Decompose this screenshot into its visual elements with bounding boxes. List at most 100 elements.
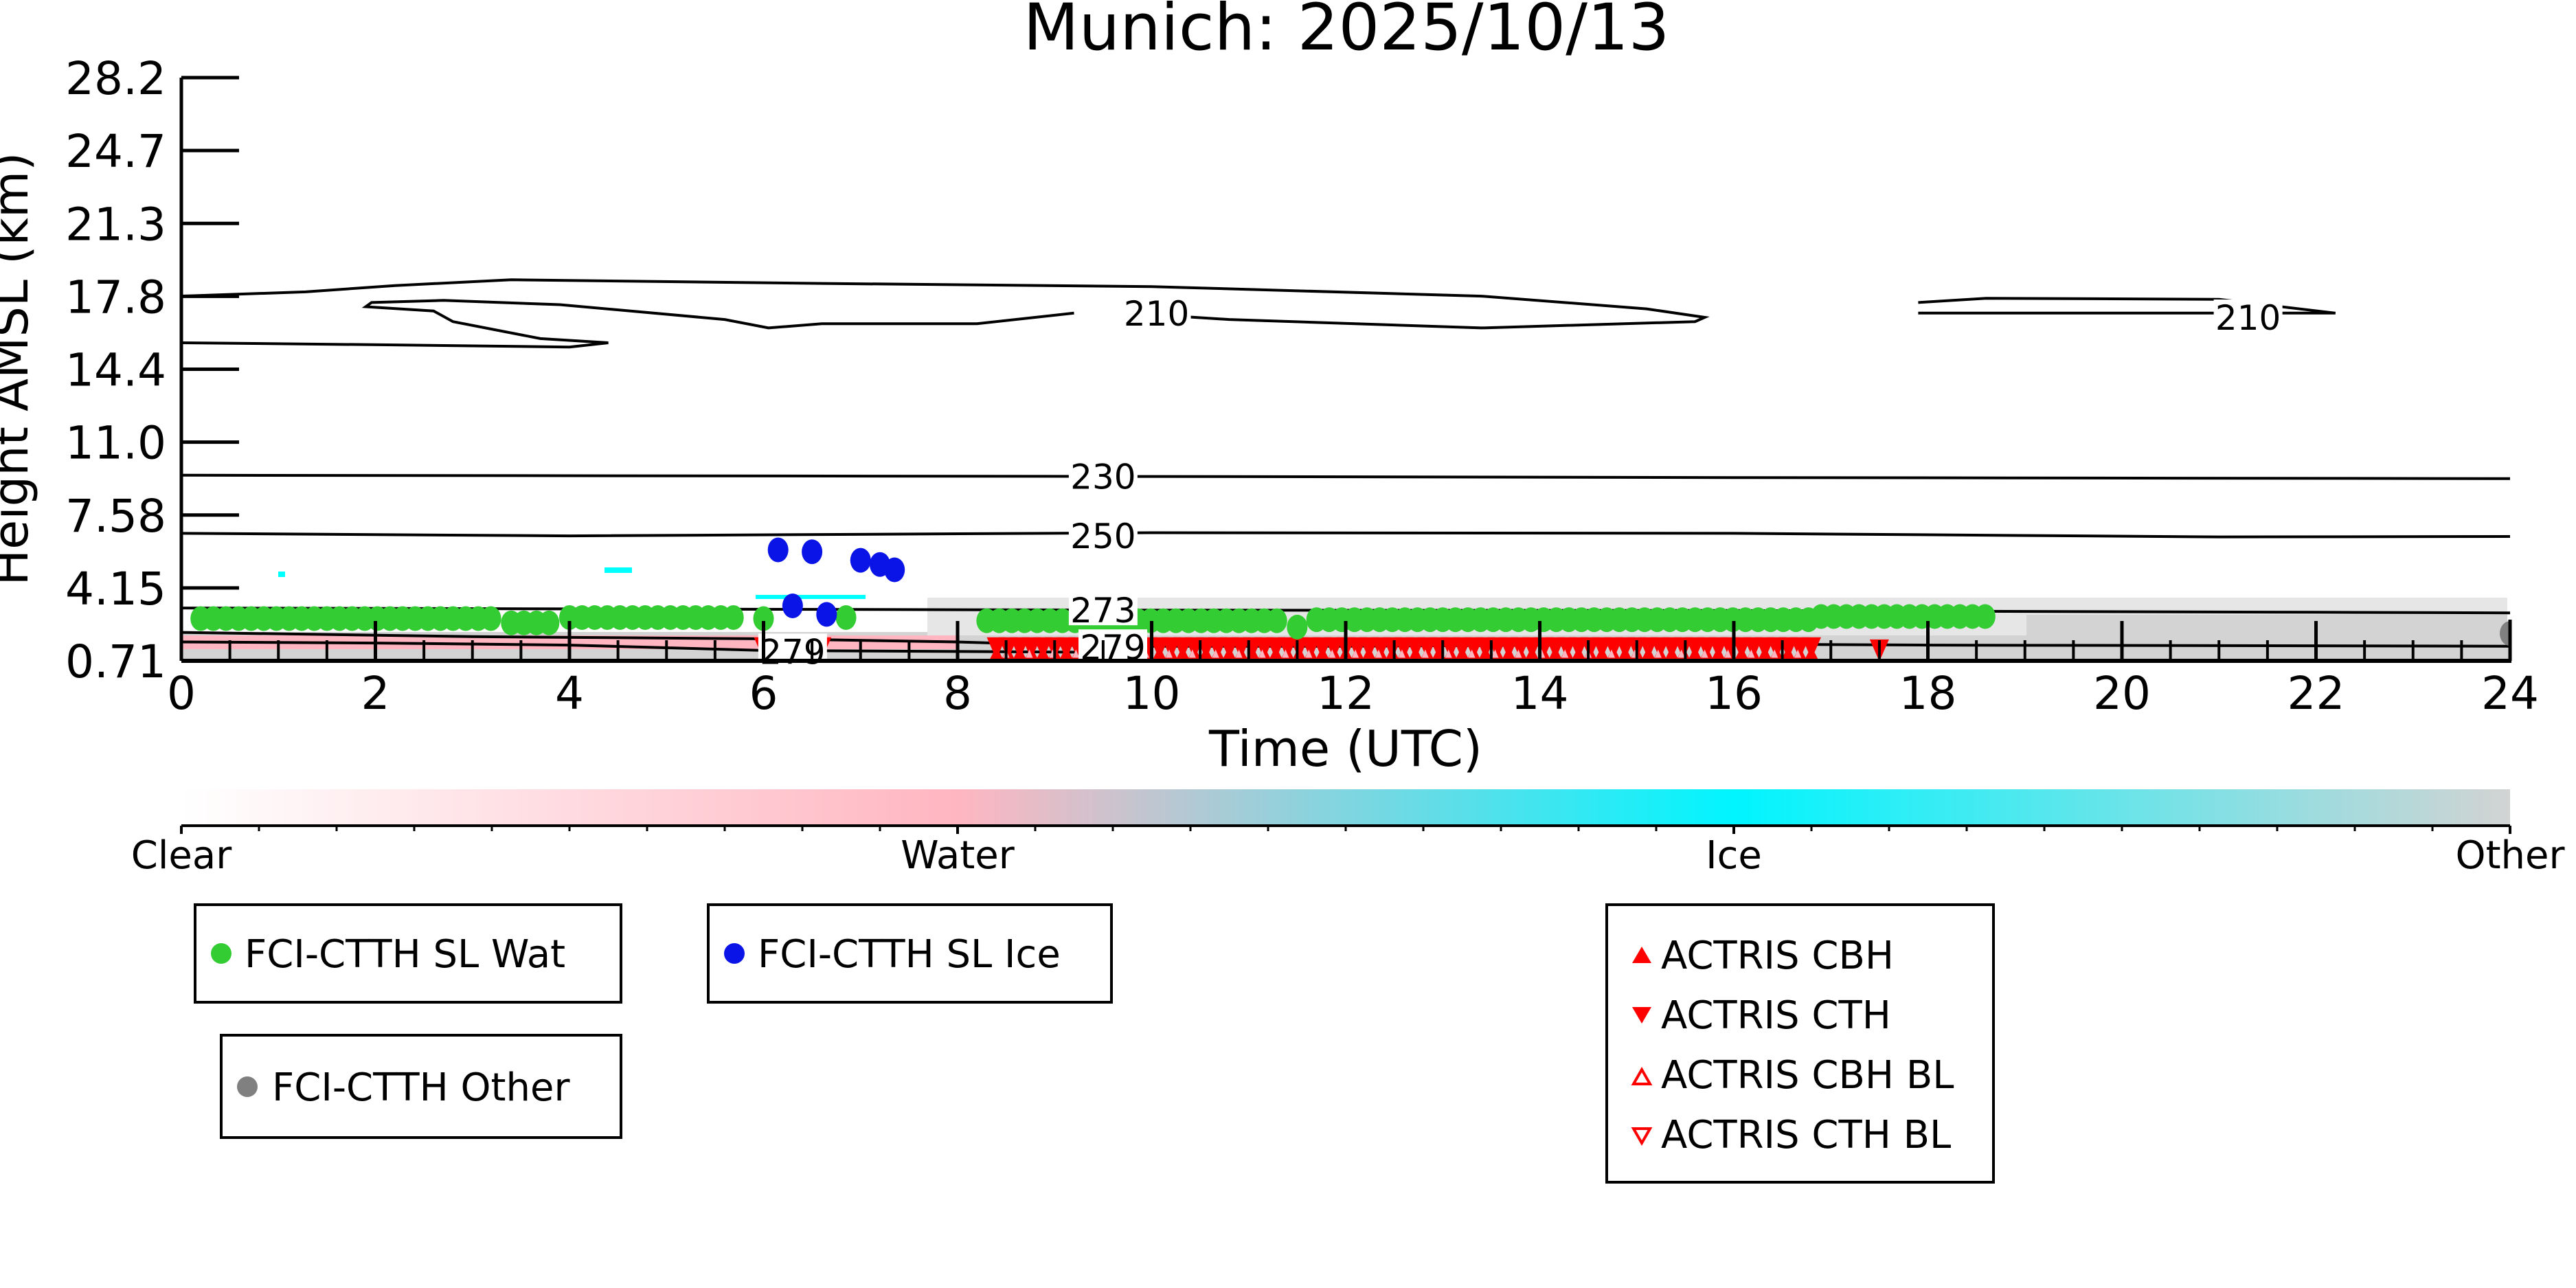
curtain-ice-patch [605, 567, 632, 573]
contour-label: 250 [1070, 517, 1136, 556]
x-tick-label: 22 [2287, 667, 2345, 720]
svg-text:ACTRIS CTH BL: ACTRIS CTH BL [1661, 1113, 1951, 1157]
svg-text:ACTRIS CTH: ACTRIS CTH [1661, 993, 1891, 1038]
actris-cbh-bl-marker [1654, 649, 1662, 658]
actris-cbh-bl-marker [1235, 649, 1243, 658]
actris-cbh-bl-marker [1445, 649, 1452, 658]
actris-cbh-bl-marker [1701, 649, 1708, 658]
fci-ctth-sl-ice-marker [767, 537, 789, 563]
actris-cbh-marker [1315, 646, 1330, 661]
actris-cbh-bl-marker [1329, 649, 1336, 658]
curtain-ice-patch [756, 595, 866, 599]
actris-cbh-bl-marker [1375, 649, 1383, 658]
svg-text:ACTRIS CBH BL: ACTRIS CBH BL [1661, 1053, 1954, 1098]
actris-cbh-marker [1362, 646, 1377, 661]
actris-cbh-marker [1734, 646, 1750, 661]
actris-cbh-marker [1454, 646, 1470, 661]
curtain-other-speckle-2 [2026, 615, 2507, 635]
contour-label-bg [2213, 299, 2283, 332]
contour-line [181, 278, 1710, 330]
actris-cbh-bl-marker [1188, 649, 1196, 658]
actris-cbh-bl-marker [1282, 649, 1289, 658]
gray-circle-icon [237, 1076, 258, 1097]
fci-ctth-sl-ice-marker [850, 547, 871, 573]
y-tick-label: 7.58 [65, 490, 166, 543]
actris-cbh-marker [1757, 646, 1772, 661]
actris-cbh-bl-marker [1561, 649, 1569, 658]
actris-cbh-marker [1618, 646, 1633, 661]
triangle-up-icon [1632, 947, 1651, 963]
actris-cbh-bl-marker [1794, 649, 1802, 658]
x-tick-label: 10 [1123, 667, 1181, 720]
x-tick-label: 12 [1317, 667, 1375, 720]
x-tick-label: 2 [361, 667, 390, 720]
actris-cbh-bl-marker [1491, 649, 1499, 658]
actris-cbh-marker [988, 646, 1004, 661]
actris-cbh-marker [1524, 646, 1539, 661]
actris-cbh-marker [1385, 646, 1400, 661]
y-tick-label: 14.4 [65, 344, 166, 397]
legend-actris: ACTRIS CBH ACTRIS CTH ACTRIS CBH BL ACTR… [1605, 903, 1995, 1184]
x-tick-label: 24 [2481, 667, 2539, 720]
legend-fci-ice: FCI-CTTH SL Ice [707, 903, 1113, 1004]
colorbar-label: Clear [131, 833, 232, 878]
colorbar-label: Other [2455, 833, 2565, 878]
actris-cbh-marker [1571, 646, 1586, 661]
y-axis-label: Height AMSL (km) [0, 152, 39, 586]
legend-fci-other: FCI-CTTH Other [220, 1034, 622, 1139]
x-tick-label: 18 [1899, 667, 1957, 720]
actris-cbh-bl-marker [1724, 649, 1732, 658]
actris-cbh-bl-marker [1026, 649, 1033, 658]
y-tick-label: 24.7 [65, 125, 166, 178]
actris-cbh-marker [1781, 646, 1796, 661]
triangle-down-icon [1632, 1007, 1651, 1024]
actris-cbh-marker [1198, 646, 1214, 661]
actris-cbh-marker [1640, 646, 1656, 661]
y-tick-label: 0.71 [65, 635, 166, 688]
actris-cbh-marker [1059, 646, 1074, 661]
svg-text:FCI-CTTH Other: FCI-CTTH Other [272, 1065, 570, 1110]
triangle-up-open-icon [1631, 1066, 1653, 1085]
actris-cbh-bl-marker [1515, 649, 1522, 658]
actris-cbh-marker [1152, 646, 1167, 661]
actris-cbh-marker [1291, 646, 1307, 661]
y-tick-label: 4.15 [65, 563, 166, 615]
y-tick-label: 11.0 [65, 417, 166, 470]
x-tick-label: 20 [2093, 667, 2151, 720]
triangle-down-open-icon [1631, 1127, 1653, 1146]
actris-cbh-marker [1408, 646, 1423, 661]
contour-line [181, 473, 2510, 480]
contour-label: 230 [1070, 457, 1136, 497]
fci-ctth-sl-wat-marker [1974, 604, 1996, 629]
actris-cbh-marker [1804, 646, 1819, 661]
fci-ctth-sl-wat-marker [835, 605, 857, 630]
actris-cbh-bl-marker [1608, 649, 1616, 658]
y-tick-label: 21.3 [65, 198, 166, 251]
actris-cbh-bl-marker [1421, 649, 1429, 658]
contour-line [181, 531, 2510, 539]
actris-cbh-marker [1478, 646, 1493, 661]
x-tick-label: 6 [749, 667, 778, 720]
legend-fci-wat: FCI-CTTH SL Wat [194, 903, 622, 1004]
actris-cbh-marker [1594, 646, 1609, 661]
contour-label-bg [1068, 518, 1138, 552]
actris-cbh-marker [1012, 646, 1028, 661]
actris-cbh-bl-marker [1072, 649, 1080, 658]
y-tick-label: 17.8 [65, 271, 166, 324]
contour-label: 210 [2215, 298, 2281, 338]
contour-label-bg [1068, 458, 1138, 492]
fci-ctth-sl-ice-marker [884, 557, 905, 583]
fci-ctth-sl-wat-marker [753, 606, 774, 631]
y-tick-label: 28.2 [65, 52, 166, 105]
colorbar-label: Ice [1706, 833, 1762, 878]
actris-cbh-bl-marker [1165, 649, 1173, 658]
contour-label-bg [1122, 295, 1191, 328]
actris-cbh-bl-marker [1771, 649, 1778, 658]
contour-label: 210 [1124, 294, 1189, 334]
actris-cbh-bl-marker [1677, 649, 1685, 658]
actris-cbh-marker [1221, 646, 1237, 661]
actris-cbh-bl-marker [1352, 649, 1359, 658]
contour-line [181, 299, 1074, 349]
